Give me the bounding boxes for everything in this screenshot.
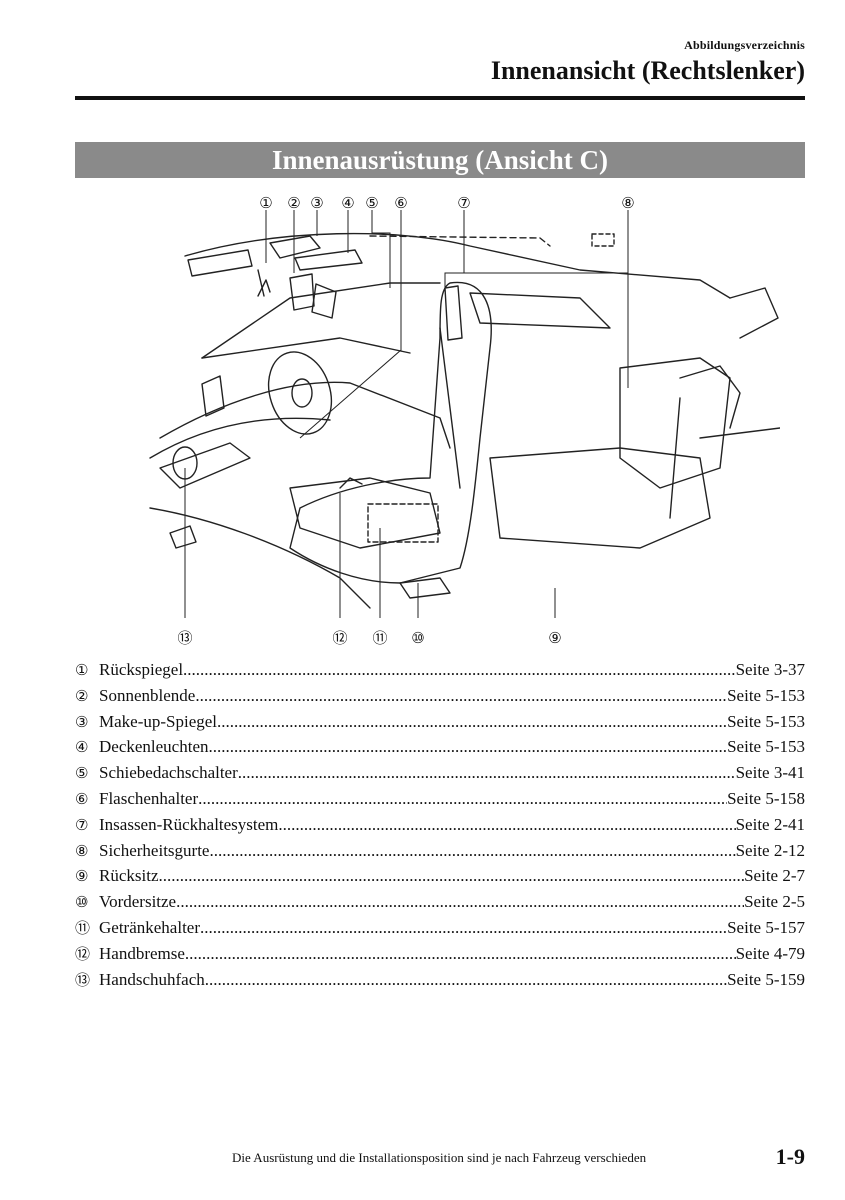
callout-10: ⑩ [411,629,424,647]
legend-page-ref: Seite 5-158 [727,788,805,808]
leader-dots [198,786,727,812]
legend-page-ref: Seite 2-5 [744,892,805,912]
parts-legend: ① Rückspiegel Seite 3-37 ② Sonnenblende … [75,657,805,992]
legend-number: ⑫ [75,944,91,963]
legend-number: ⑧ [75,841,89,860]
callout-6: ⑥ [394,194,407,212]
leader-dots [205,967,727,993]
legend-number: ⑤ [75,764,89,783]
seatbelt-shape [439,327,461,489]
leader-dots [209,838,735,864]
legend-page-ref: Seite 5-153 [727,737,805,757]
legend-label: Deckenleuchten [99,737,209,757]
sun-visor-shape [289,273,315,311]
legend-label: Vordersitze [99,892,177,912]
callout-9: ⑨ [548,629,561,647]
legend-page-ref: Seite 5-159 [727,969,805,989]
callout-1: ① [259,194,272,212]
legend-item: ⑩ Vordersitze Seite 2-5 [75,889,805,915]
legend-number: ⑦ [75,815,89,834]
leader-dots [217,709,727,735]
callout-7: ⑦ [457,194,470,212]
legend-number: ② [75,686,89,705]
callout-4: ④ [341,194,354,212]
rear-seat-shape [489,447,711,549]
legend-page-ref: Seite 3-41 [735,763,805,783]
legend-item: ④ Deckenleuchten Seite 5-153 [75,734,805,760]
cupholder-shape [367,503,439,543]
center-console-shape [289,477,441,549]
legend-item: ⑤ Schiebedachschalter Seite 3-41 [75,760,805,786]
legend-page-ref: Seite 5-153 [727,711,805,731]
legend-label: Handbremse [99,943,185,963]
legend-item: ⑪ Getränkehalter Seite 5-157 [75,915,805,941]
legend-number: ⑨ [75,867,89,886]
legend-label: Flaschenhalter [99,788,199,808]
legend-item: ⑧ Sicherheitsgurte Seite 2-12 [75,838,805,864]
interior-drawing: ① ② ③ ④ ⑤ ⑥ ⑦ ⑧ ⑬ ⑫ ⑪ ⑩ ⑨ [149,194,780,647]
section-label: Abbildungsverzeichnis [684,38,805,52]
leader-dots [238,760,736,786]
legend-number: ⑪ [75,918,91,937]
legend-number: ① [75,661,89,679]
page-title: Innenansicht (Rechtslenker) [490,56,805,85]
leader-dots [159,863,745,889]
leader-dots [185,941,736,967]
callout-5: ⑤ [365,194,378,212]
legend-label: Rückspiegel [99,660,184,679]
legend-number: ③ [75,712,89,731]
legend-item: ⑦ Insassen-Rückhaltesystem Seite 2-41 [75,812,805,838]
legend-page-ref: Seite 5-153 [727,685,805,705]
callout-8: ⑧ [621,194,634,212]
leader-dots [176,889,744,915]
legend-item: ③ Make-up-Spiegel Seite 5-153 [75,709,805,735]
glovebox-shape [159,442,251,489]
legend-number: ⑬ [75,970,91,989]
interior-illustration: ① ② ③ ④ ⑤ ⑥ ⑦ ⑧ ⑬ ⑫ ⑪ ⑩ ⑨ [140,188,780,653]
callout-3: ③ [310,194,323,212]
leader-dots [195,683,727,709]
callout-12: ⑫ [332,629,347,647]
legend-item: ⑥ Flaschenhalter Seite 5-158 [75,786,805,812]
legend-label: Sicherheitsgurte [99,840,210,860]
legend-item: ⑬ Handschuhfach Seite 5-159 [75,967,805,993]
legend-page-ref: Seite 3-37 [735,660,805,679]
leader-dots [209,734,728,760]
callout-2: ② [287,194,300,212]
callout-11: ⑪ [372,629,387,647]
leader-dots [200,915,727,941]
legend-page-ref: Seite 5-157 [727,917,805,937]
legend-number: ⑥ [75,789,89,808]
legend-item: ⑫ Handbremse Seite 4-79 [75,941,805,967]
legend-label: Make-up-Spiegel [99,711,218,731]
leader-dots [278,812,735,838]
section-banner: Innenausrüstung (Ansicht C) [75,142,805,178]
front-seat-shape [289,281,492,584]
legend-label: Insassen-Rückhaltesystem [99,814,279,834]
legend-number: ④ [75,738,89,757]
leader-dots [183,657,736,683]
legend-item: ① Rückspiegel Seite 3-37 [75,657,805,683]
legend-page-ref: Seite 2-7 [744,866,805,886]
legend-label: Sonnenblende [99,685,196,705]
legend-number: ⑩ [75,893,89,912]
legend-label: Getränkehalter [99,917,200,937]
legend-label: Rücksitz [99,866,159,886]
legend-page-ref: Seite 2-12 [735,840,805,860]
title-rule [75,96,805,100]
steering-wheel-shape [267,351,333,435]
page-number: 1-9 [775,1144,805,1169]
footer-note: Die Ausrüstung und die Installationsposi… [232,1150,647,1165]
legend-page-ref: Seite 4-79 [735,943,805,963]
legend-label: Handschuhfach [99,969,205,989]
legend-item: ② Sonnenblende Seite 5-153 [75,683,805,709]
rearview-mirror-shape [187,249,253,277]
callout-13: ⑬ [177,629,192,647]
legend-label: Schiebedachschalter [99,763,238,783]
legend-page-ref: Seite 2-41 [735,814,805,834]
dashboard-shape [159,381,451,449]
legend-item: ⑨ Rücksitz Seite 2-7 [75,863,805,889]
roof-line [184,232,731,299]
